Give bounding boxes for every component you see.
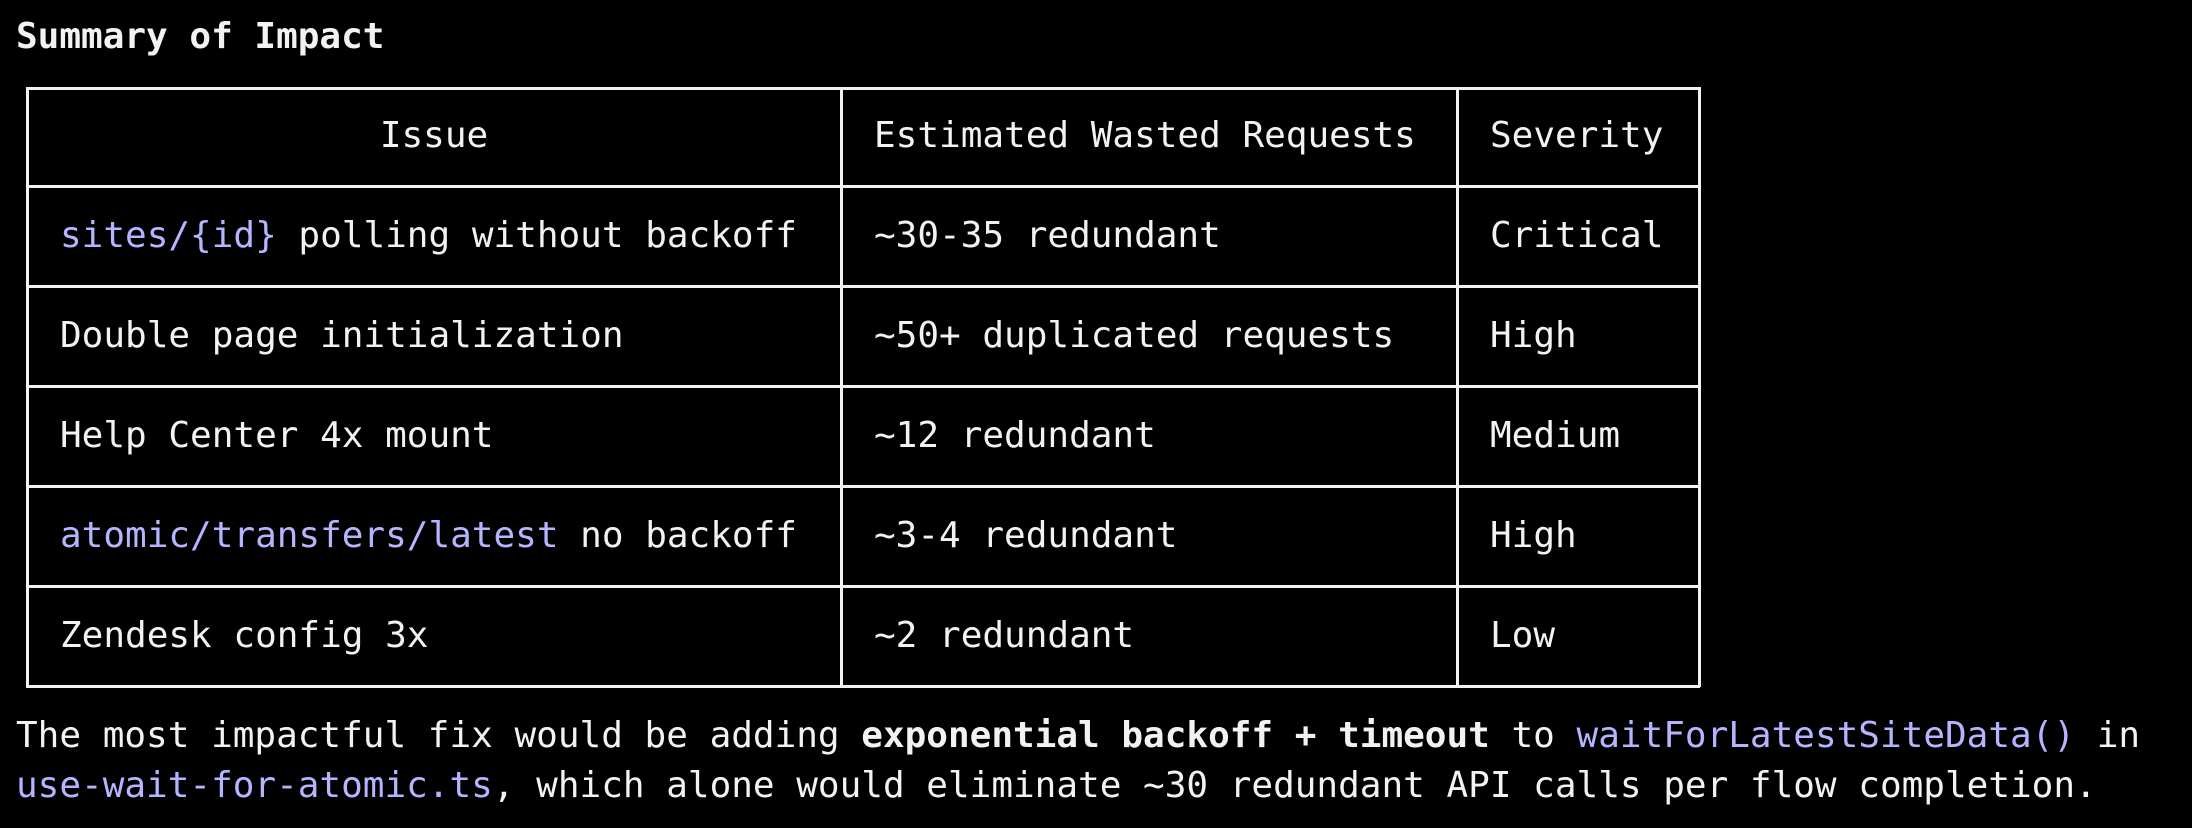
requests-cell: ~30-35 redundant <box>874 215 1221 256</box>
summary-text: The most impactful fix would be adding <box>16 715 862 756</box>
table-column-divider <box>840 87 843 687</box>
summary-emphasis: exponential backoff + timeout <box>861 715 1490 756</box>
summary-text: , which alone would eliminate ~30 redund… <box>492 765 2097 806</box>
issue-text: Double page initialization <box>60 315 624 356</box>
severity-cell: Critical <box>1490 215 1664 256</box>
table-border-left <box>26 87 29 687</box>
table-divider <box>26 585 1700 588</box>
table-divider <box>26 485 1700 488</box>
issue-text: Zendesk config 3x <box>60 615 429 656</box>
issue-text: no backoff <box>558 515 797 556</box>
summary-text: in <box>2075 715 2141 756</box>
table-border-right <box>1698 87 1701 687</box>
section-heading: Summary of Impact <box>16 16 385 57</box>
file-name: use-wait-for-atomic.ts <box>16 765 493 806</box>
table-header-severity: Severity <box>1490 115 1664 156</box>
severity-cell: High <box>1490 515 1577 556</box>
summary-line-1: The most impactful fix would be adding e… <box>16 711 2140 761</box>
table-header-requests: Estimated Wasted Requests <box>874 115 1416 156</box>
table-divider <box>26 385 1700 388</box>
table-border-top <box>26 87 1700 90</box>
issue-cell: Help Center 4x mount <box>60 411 493 461</box>
issue-cell: atomic/transfers/latest no backoff <box>60 511 797 561</box>
severity-cell: Medium <box>1490 415 1621 456</box>
issue-cell: Zendesk config 3x <box>60 611 428 661</box>
table-header-issue: Issue <box>379 115 489 156</box>
issue-code: atomic/transfers/latest <box>60 515 559 556</box>
requests-cell: ~3-4 redundant <box>874 515 1178 556</box>
function-name: waitForLatestSiteData() <box>1576 715 2076 756</box>
requests-cell: ~50+ duplicated requests <box>874 315 1395 356</box>
issue-cell: Double page initialization <box>60 311 624 361</box>
requests-cell: ~2 redundant <box>874 615 1135 656</box>
issue-cell: sites/{id} polling without backoff <box>60 211 797 261</box>
summary-text: to <box>1489 715 1577 756</box>
table-divider <box>26 185 1700 188</box>
severity-cell: Low <box>1490 615 1556 656</box>
issue-text: polling without backoff <box>276 215 797 256</box>
issue-text: Help Center 4x mount <box>60 415 494 456</box>
severity-cell: High <box>1490 315 1577 356</box>
summary-line-2: use-wait-for-atomic.ts, which alone woul… <box>16 761 2097 811</box>
table-divider <box>26 285 1700 288</box>
table-border-bottom <box>26 685 1700 688</box>
table-column-divider <box>1456 87 1459 687</box>
requests-cell: ~12 redundant <box>874 415 1156 456</box>
issue-code: sites/{id} <box>60 215 277 256</box>
